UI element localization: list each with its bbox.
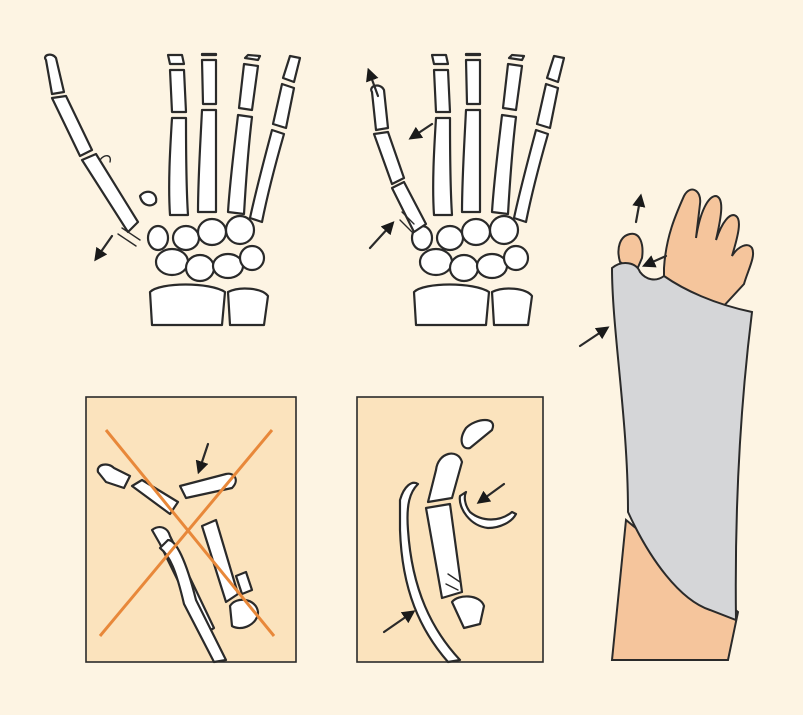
splint-arrow [580,330,604,346]
hand-fracture-displaced-diagram [45,54,300,325]
hand-fracture-reduced-diagram [370,54,564,325]
thumb-distal-phalanx [45,55,64,94]
thumb-proximal-phalanx [374,132,404,184]
thumb-metacarpal-fragment [82,154,138,232]
thumb-traction-arrow [636,200,640,222]
pressure-arrow-lower [370,226,390,248]
pressure-arrow-upper [414,124,432,136]
thumb-proximal-phalanx [52,96,92,156]
thumb-metacarpal [392,182,426,232]
bone-chip [140,192,156,206]
thumb-spica-splint-diagram [580,190,753,660]
displacement-arrow [98,236,112,256]
thumb-pressure-arrow [648,256,666,264]
xray-incorrect-panel [86,397,296,662]
thumb-distal-phalanx [371,86,388,130]
xray-correct-panel [357,397,543,662]
